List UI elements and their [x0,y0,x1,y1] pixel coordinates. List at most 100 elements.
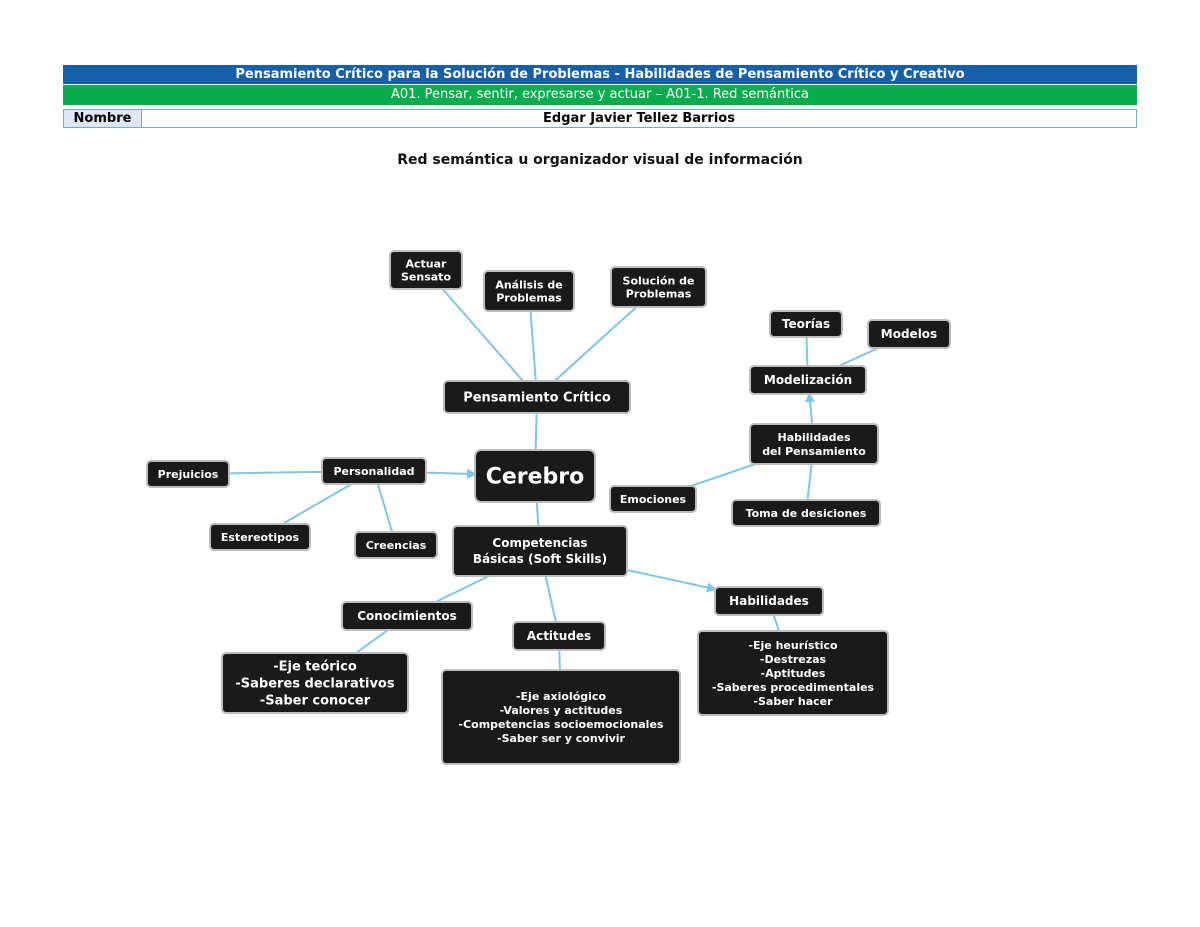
student-name: Edgar Javier Tellez Barrios [543,111,735,126]
link-habilidades_pens-toma [806,463,813,501]
node-pensamiento: Pensamiento Crítico [443,380,631,414]
node-toma: Toma de desiciones [731,499,881,527]
node-label: -Saber hacer [753,695,833,708]
node-label: -Eje teórico [273,660,357,675]
node-label: -Eje heurístico [748,639,838,652]
node-prejuicios: Prejuicios [146,460,230,488]
node-label: Solución de [623,274,695,287]
node-box [443,380,631,414]
node-label: Actuar [406,257,448,270]
link-emociones-habilidades_pens [690,463,756,487]
node-label: Habilidades [778,431,851,444]
node-label: -Destrezas [760,653,827,666]
link-personalidad-prejuicios [228,470,323,475]
section-heading: Red semántica u organizador visual de in… [397,152,803,168]
node-label: Pensamiento Crítico [463,391,611,406]
node-label: Problemas [496,291,562,304]
node-conoc-detail: -Eje teórico -Saberes declarativos -Saber … [221,652,409,714]
node-actitudes: Actitudes [512,621,606,651]
link-cerebro-pensamiento [534,412,538,451]
link-personalidad-creencias [376,483,394,533]
node-label: Modelos [881,327,937,341]
node-box [146,460,230,488]
node-label: -Saber ser y convivir [497,732,626,745]
node-label: Habilidades [729,594,809,608]
activity-subtitle-bar: A01. Pensar, sentir, expresarse y actuar… [63,85,1137,105]
node-label: Cerebro [486,465,585,490]
link-competencias-conocimientos [435,575,490,603]
node-box [731,499,881,527]
node-label: Actitudes [527,629,591,643]
node-box [749,423,879,465]
node-label: Estereotipos [221,531,300,544]
node-box [441,669,681,765]
name-label: Nombre [64,110,142,127]
link-modelizacion-modelos [838,347,879,367]
node-box [209,523,311,551]
node-box [714,586,824,616]
node-label: Modelización [764,373,852,387]
link-personalidad-cerebro [425,468,477,479]
node-box [221,652,409,714]
node-box [610,266,707,308]
node-box [749,365,867,395]
node-label: Emociones [620,493,687,506]
node-label: Sensato [401,270,451,283]
link-habilidades-habil_detail [772,614,780,632]
node-label: Teorías [782,317,830,331]
link-competencias-habilidades [626,569,717,593]
node-label: Toma de desiciones [746,507,867,520]
link-pensamiento-actuar [441,288,524,382]
node-teorias: Teorías [769,310,843,338]
link-cerebro-competencias [535,501,540,527]
node-box [769,310,843,338]
link-pensamiento-solucion [554,306,638,382]
node-box [452,525,628,577]
node-personalidad: Personalidad [321,457,427,485]
student-name-row: Nombre Edgar Javier Tellez Barrios [63,109,1137,128]
node-actit-detail: -Eje axiológico-Valores y actitudes-Comp… [441,669,681,765]
document-title-bar: Pensamiento Crítico para la Solución de … [63,65,1137,84]
node-label: -Aptitudes [761,667,826,680]
link-competencias-actitudes [544,575,557,623]
node-label: Personalidad [333,465,414,478]
node-box [697,630,889,716]
node-modelos: Modelos [867,319,951,349]
node-label: -Valores y actitudes [500,704,623,717]
link-pensamiento-analisis [529,310,537,382]
node-label: -Saberes procedimentales [712,681,875,694]
node-label: Creencias [366,539,427,552]
link-conocimientos-conoc_detail [355,629,389,654]
link-personalidad-estereotipos [281,483,353,525]
node-box [341,601,473,631]
node-modelizacion: Modelización [749,365,867,395]
node-label: del Pensamiento [762,445,866,458]
node-habil-detail: -Eje heurístico-Destrezas-Aptitudes-Sabe… [697,630,889,716]
node-estereotipos: Estereotipos [209,523,311,551]
node-box [609,485,697,513]
links-layer [228,288,879,671]
node-box [512,621,606,651]
node-conocimientos: Conocimientos [341,601,473,631]
node-box [483,270,575,312]
link-habilidades_pens-modelizacion [805,392,816,425]
node-emociones: Emociones [609,485,697,513]
node-cerebro: Cerebro [474,449,596,503]
node-label: -Competencias socioemocionales [459,718,664,731]
node-box [389,250,463,290]
node-box [321,457,427,485]
node-box [354,531,438,559]
node-label: Prejuicios [158,468,219,481]
node-label: Competencias [492,536,587,550]
node-label: Análisis de [495,278,562,291]
node-creencias: Creencias [354,531,438,559]
node-label: -Saber conocer [260,694,371,709]
node-label: -Saberes declarativos [235,677,394,692]
node-habilidades: Habilidades [714,586,824,616]
node-label: Conocimientos [357,609,457,623]
